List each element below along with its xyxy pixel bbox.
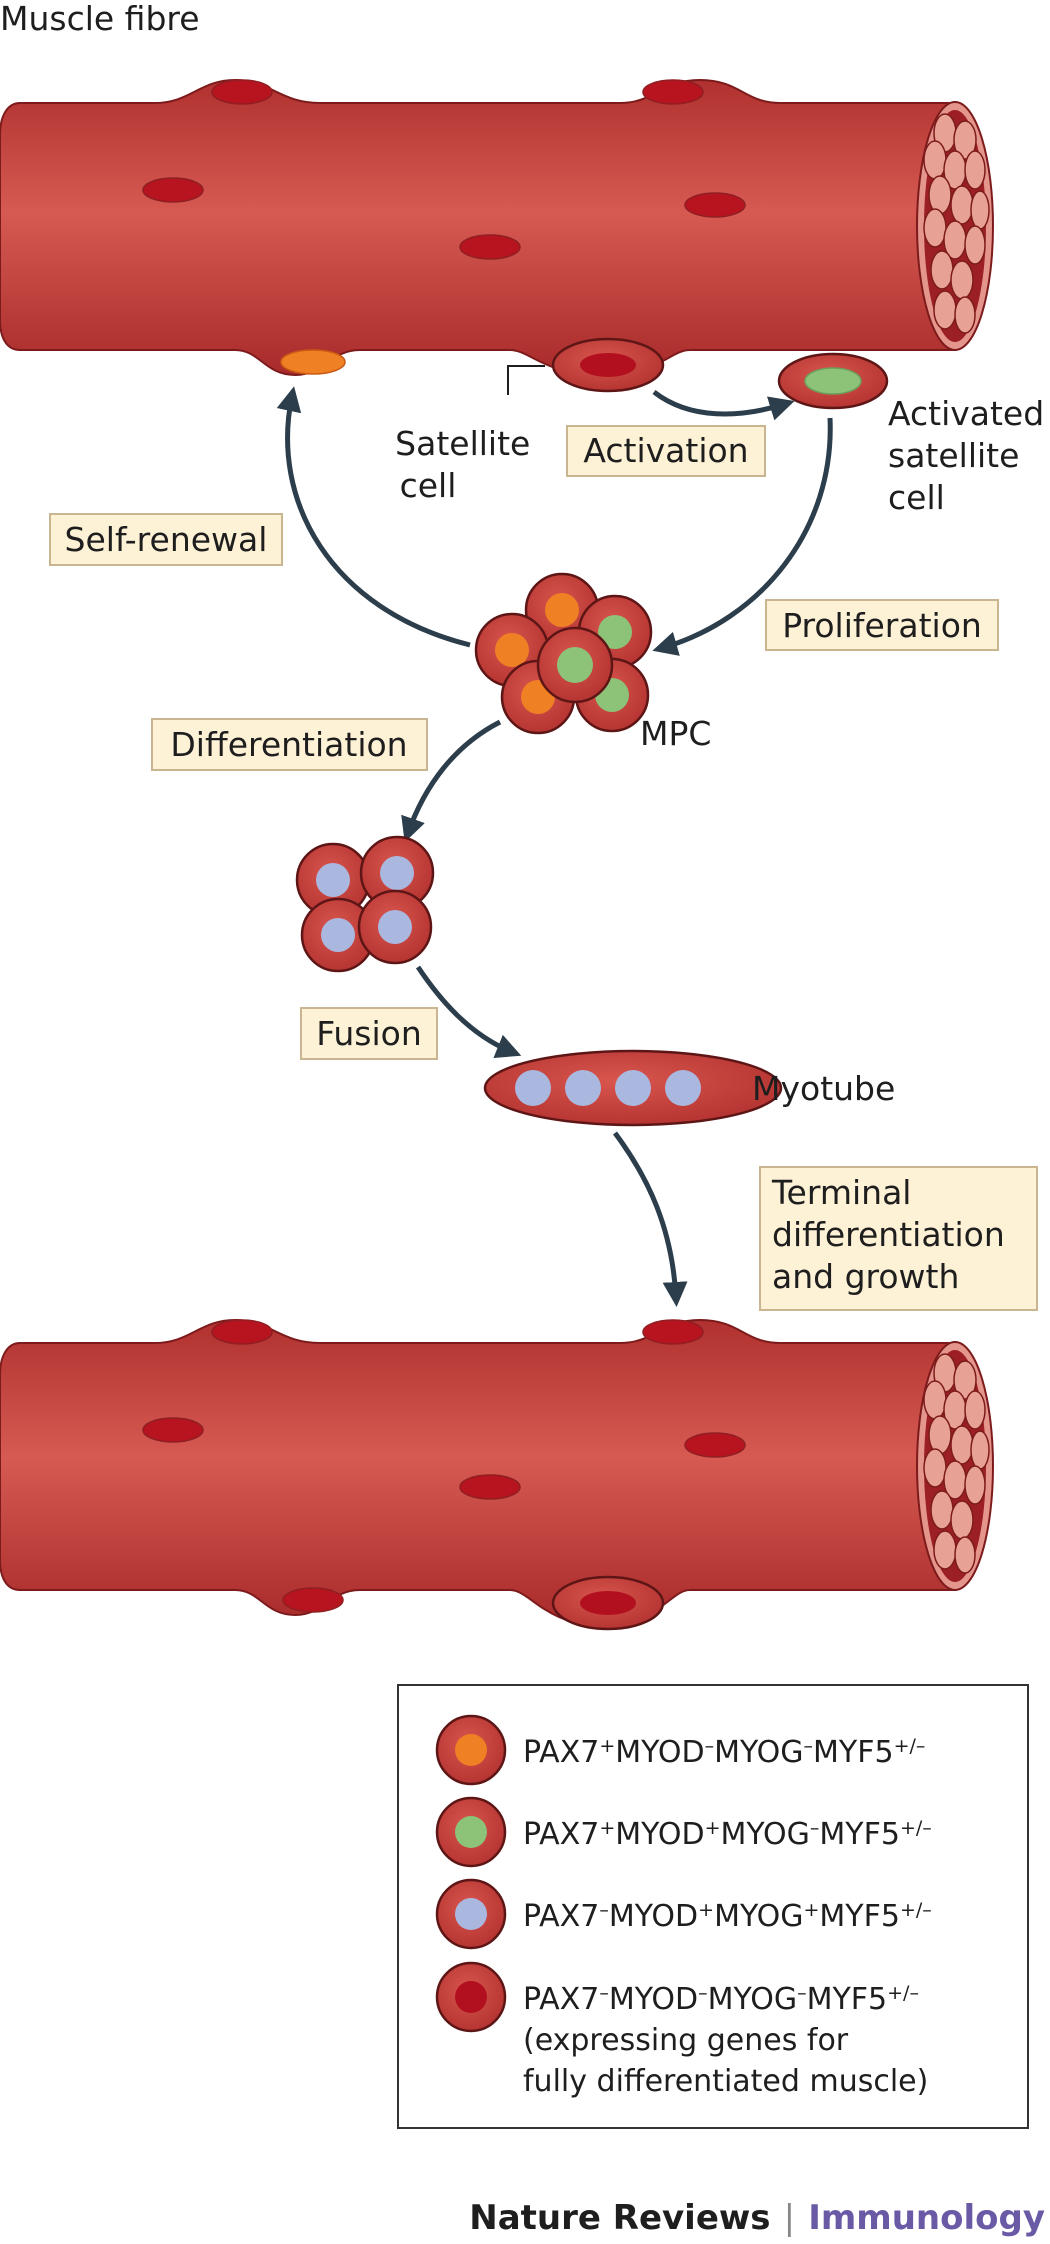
myoblast-cell xyxy=(295,842,371,918)
differentiation-box: Differentiation xyxy=(151,718,428,771)
bottom-muscle-fibre xyxy=(0,1318,994,1631)
gene-expression-sign: – xyxy=(705,1735,715,1757)
legend-text-red: PAX7–MYOD–MYOG–MYF5+/– xyxy=(523,1982,919,2017)
gene-expression-sign: – xyxy=(698,1982,708,2004)
mpc-label: MPC xyxy=(640,714,711,753)
gene-expression-sign: + xyxy=(698,1899,714,1921)
terminal-differentiation-box: Terminal differentiation and growth xyxy=(759,1166,1038,1311)
muscle-fibre-label: Muscle fibre xyxy=(0,0,200,38)
self-renewal-arrow xyxy=(276,386,471,648)
legend-text-blue: PAX7–MYOD+MYOG+MYF5+/– xyxy=(523,1899,932,1934)
satellite-cell-label: Satellite cell xyxy=(395,424,541,505)
legend-text-green: PAX7+MYOD+MYOG–MYF5+/– xyxy=(523,1817,932,1852)
gene-name: MYF5 xyxy=(819,1899,900,1934)
myonuclei xyxy=(142,1319,746,1613)
gene-expression-sign: +/– xyxy=(894,1735,926,1757)
fusion-box: Fusion xyxy=(300,1007,438,1060)
svg-text:Differentiation: Differentiation xyxy=(170,725,407,764)
legend-item-orange: PAX7+MYOD–MYOG–MYF5+/– xyxy=(435,1714,925,1786)
gene-expression-sign: +/– xyxy=(887,1982,919,2004)
svg-text:Self-renewal: Self-renewal xyxy=(65,520,268,559)
differentiation-arrow xyxy=(401,719,502,843)
fusion-arrow xyxy=(415,965,522,1058)
myotube-label: Myotube xyxy=(752,1069,895,1108)
gene-expression-sign: – xyxy=(599,1899,609,1921)
gene-name: MYOD xyxy=(615,1735,704,1770)
satellite-cell xyxy=(551,337,665,393)
orange-nucleus-on-fibre xyxy=(280,349,346,375)
gene-expression-sign: + xyxy=(599,1817,615,1839)
mpc-cell xyxy=(536,626,614,704)
proliferation-arrow xyxy=(652,417,833,656)
legend-item-blue: PAX7–MYOD+MYOG+MYF5+/– xyxy=(435,1878,932,1950)
activation-box: Activation xyxy=(566,425,766,477)
gene-name: MYOD xyxy=(615,1817,704,1852)
activation-arrow xyxy=(652,390,795,421)
legend-item-red: PAX7–MYOD–MYOG–MYF5+/– (expressing genes… xyxy=(435,1961,928,2099)
gene-name: MYF5 xyxy=(807,1982,888,2017)
proliferation-box: Proliferation xyxy=(765,599,999,651)
gene-expression-sign: +/– xyxy=(900,1817,932,1839)
gene-expression-sign: +/– xyxy=(900,1899,932,1921)
svg-text:Proliferation: Proliferation xyxy=(782,606,982,645)
terminal-arrow xyxy=(612,1131,688,1307)
svg-text:Terminal differentiation: Terminal differentiation and growth xyxy=(771,1173,1015,1296)
gene-name: MYOG xyxy=(714,1899,803,1934)
gene-name: MYOG xyxy=(708,1982,797,2017)
gene-name: MYOD xyxy=(609,1899,698,1934)
gene-name: MYOD xyxy=(609,1982,698,2017)
fibre-cross-section-bundles xyxy=(923,1353,990,1574)
fibre-cross-section-bundles xyxy=(923,113,990,334)
gene-name: PAX7 xyxy=(523,1899,599,1934)
gene-expression-sign: – xyxy=(599,1982,609,2004)
gene-name: MYOG xyxy=(720,1817,809,1852)
activated-satellite-cell xyxy=(777,352,889,410)
gene-name: PAX7 xyxy=(523,1982,599,2017)
legend-item-green: PAX7+MYOD+MYOG–MYF5+/– xyxy=(435,1796,932,1868)
legend-text-orange: PAX7+MYOD–MYOG–MYF5+/– xyxy=(523,1735,925,1770)
gene-expression-sign: – xyxy=(810,1817,820,1839)
self-renewal-box: Self-renewal xyxy=(49,513,283,566)
top-muscle-fibre xyxy=(0,78,994,377)
svg-text:Activation: Activation xyxy=(583,431,748,470)
gene-name: PAX7 xyxy=(523,1735,599,1770)
differentiating-cell-cluster xyxy=(295,835,435,973)
gene-name: MYF5 xyxy=(813,1735,894,1770)
myoblast-cell xyxy=(357,889,433,965)
gene-name: MYOG xyxy=(714,1735,803,1770)
satellite-cell-pointer xyxy=(507,365,545,395)
legend: PAX7+MYOD–MYOG–MYF5+/– PAX7+MYOD+MYOG–MY… xyxy=(397,1684,1029,2129)
myotube xyxy=(483,1049,783,1127)
gene-expression-sign: + xyxy=(804,1899,820,1921)
myoblast-cell xyxy=(300,897,376,973)
mpc-cluster xyxy=(474,572,653,735)
journal-footer: Nature Reviews | Immunology xyxy=(469,2198,1045,2238)
quiescent-satellite-cell xyxy=(551,1575,665,1631)
myonuclei xyxy=(142,79,746,260)
gene-name: MYF5 xyxy=(819,1817,900,1852)
activated-satellite-cell-label: Activated satellite cell xyxy=(888,394,1050,517)
gene-expression-sign: + xyxy=(705,1817,721,1839)
gene-name: PAX7 xyxy=(523,1817,599,1852)
gene-expression-sign: – xyxy=(797,1982,807,2004)
cycle-arrows xyxy=(276,386,833,1307)
gene-expression-sign: + xyxy=(599,1735,615,1757)
gene-expression-sign: – xyxy=(804,1735,814,1757)
legend-text-red-note: (expressing genes for fully differentiat… xyxy=(523,2023,928,2099)
svg-text:Fusion: Fusion xyxy=(316,1014,422,1053)
